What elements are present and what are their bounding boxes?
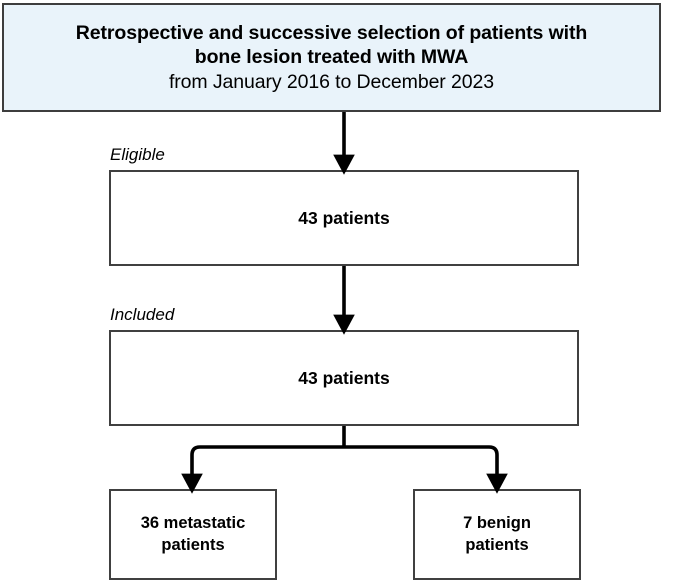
stage-label-eligible: Eligible (110, 145, 165, 164)
stage-label-included: Included (110, 305, 175, 324)
header-line-2: bone lesion treated with MWA (194, 46, 469, 69)
metastatic-patients-box: 36 metastatic patients (109, 489, 277, 580)
arrow-split-to-benign (344, 445, 508, 494)
metastatic-patients-text: 36 metastatic patients (141, 513, 246, 556)
metastatic-line-2: patients (161, 535, 225, 554)
benign-line-1: 7 benign (463, 514, 531, 533)
metastatic-line-1: 36 metastatic (140, 514, 246, 533)
benign-patients-box: 7 benign patients (413, 489, 581, 580)
header-line-1: Retrospective and successive selection o… (75, 22, 588, 45)
benign-patients-text: 7 benign patients (463, 513, 531, 556)
eligible-patients-box: 43 patients (109, 170, 579, 266)
included-patients-count: 43 patients (298, 367, 390, 388)
study-selection-header-box: Retrospective and successive selection o… (2, 3, 661, 112)
header-line-3: from January 2016 to December 2023 (168, 70, 495, 93)
eligible-patients-count: 43 patients (298, 207, 390, 228)
benign-line-2: patients (465, 535, 529, 554)
included-patients-box: 43 patients (109, 330, 579, 426)
arrow-split-to-metastatic (181, 445, 344, 494)
